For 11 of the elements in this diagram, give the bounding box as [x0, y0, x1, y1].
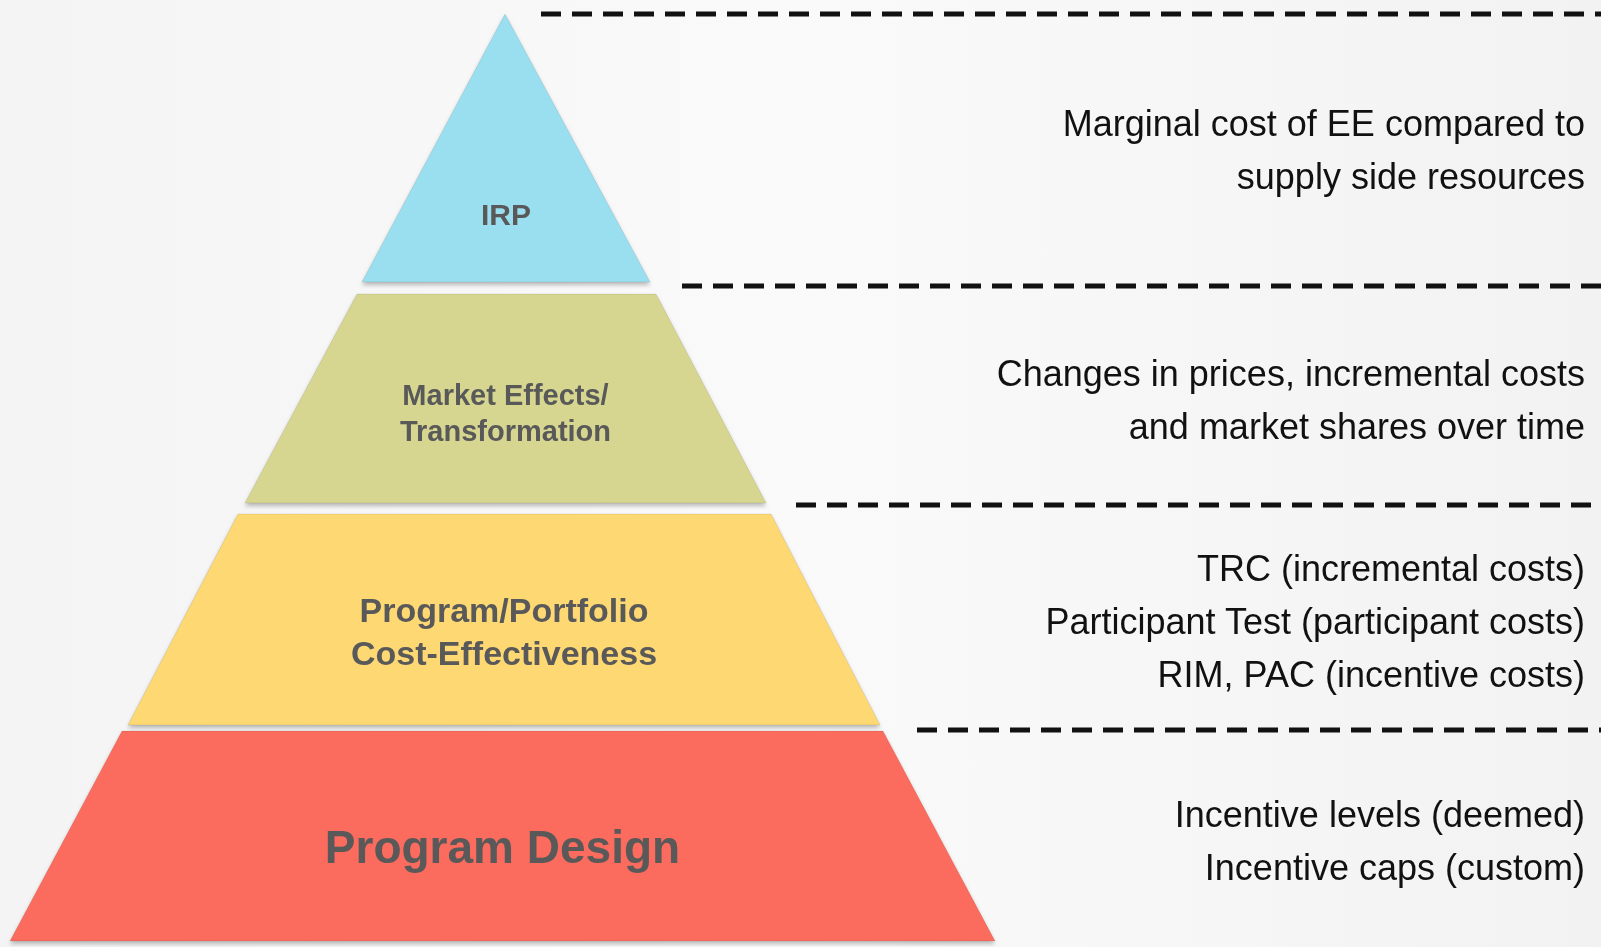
layer-label: IRP [480, 197, 532, 234]
layer-label: Market Effects/ Transformation [398, 377, 613, 449]
description-text: Changes in prices, incremental costs and market shares over time [995, 352, 1585, 449]
layer-label: Program/Portfolio Cost-Effectiveness [349, 589, 659, 673]
description-text: Participant Test (participant costs) [1044, 599, 1585, 644]
description-text: Incentive caps (custom) [1203, 846, 1585, 890]
description-text: TRC (incremental costs) [1195, 546, 1585, 591]
description-text: Marginal cost of EE compared to supply side resources [1061, 102, 1585, 199]
description-text: RIM, PAC (incentive costs) [1156, 652, 1585, 697]
description-text: Incentive levels (deemed) [1173, 793, 1585, 837]
layer-label: Program Design [323, 820, 682, 876]
